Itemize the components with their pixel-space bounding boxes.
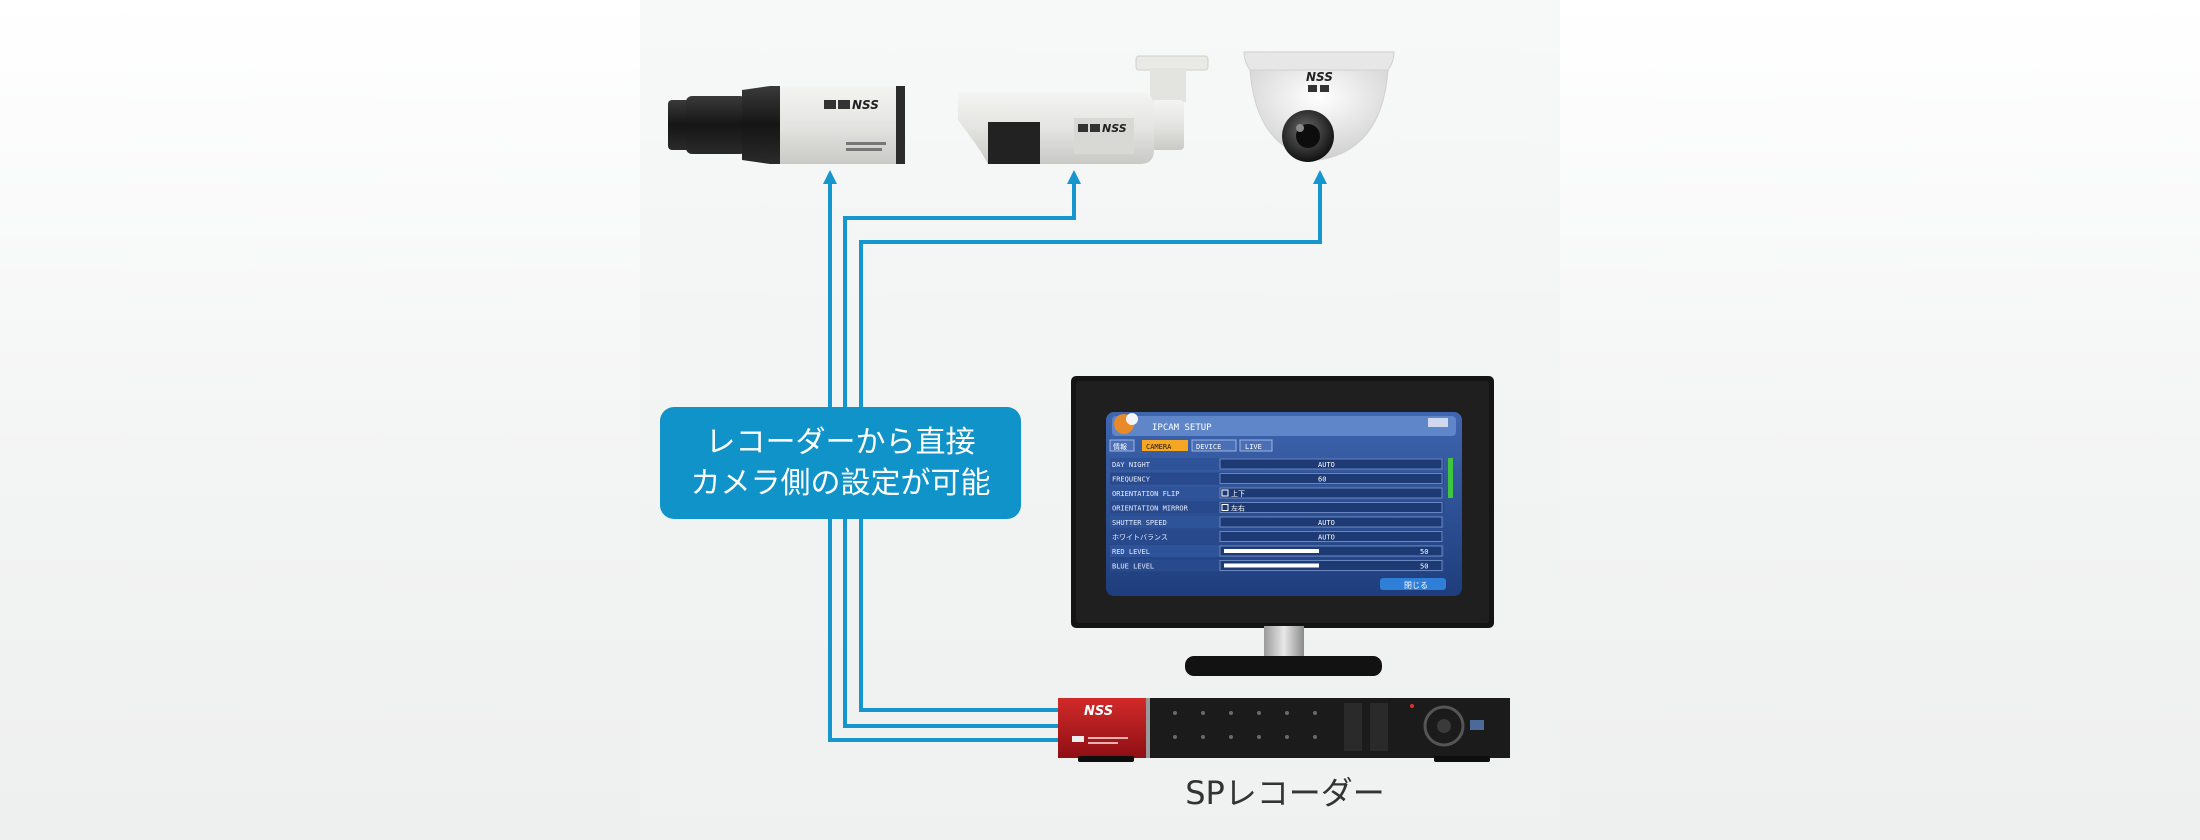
osd-row-value: 60: [1318, 476, 1326, 484]
osd-row-label: DAY NIGHT: [1112, 461, 1151, 469]
arrowhead-box-camera: [823, 170, 837, 184]
osd-tab: 情報: [1113, 442, 1127, 451]
osd-row-label: ORIENTATION MIRROR: [1112, 505, 1189, 513]
line-bullet-camera: [843, 178, 1076, 728]
osd-row-label: FREQUENCY: [1112, 476, 1151, 484]
callout-line-1: レコーダーから直接: [705, 425, 976, 460]
line-dome-camera: [859, 178, 1322, 712]
bullet-camera-brand: NSS: [1102, 122, 1127, 135]
osd-row-field: [1219, 531, 1443, 542]
osd-tab: LIVE: [1245, 443, 1262, 451]
osd-row-field: [1219, 560, 1443, 571]
osd-row-field: [1219, 487, 1443, 499]
osd-tabs: 情報 CAMERA DEVICE LIVE: [1109, 439, 1273, 452]
dome-camera-brand: NSS: [1306, 70, 1333, 84]
osd-row-value: AUTO: [1318, 461, 1335, 469]
recorder-label: SPレコーダー: [1185, 774, 1385, 812]
osd-close-button-label: 閉じる: [1404, 581, 1428, 590]
osd-row-value: 50: [1420, 563, 1428, 571]
box-camera-icon: NSS: [668, 86, 905, 164]
osd-level-bar: [1224, 563, 1319, 568]
osd-row-field: [1219, 502, 1443, 513]
osd-row-label: BLUE LEVEL: [1112, 563, 1154, 571]
arrowhead-bullet-camera: [1067, 170, 1081, 184]
box-camera-brand: NSS: [852, 98, 879, 112]
arrowhead-dome-camera: [1313, 170, 1327, 184]
osd-checkbox: [1221, 504, 1229, 511]
osd-row-label: ORIENTATION FLIP: [1112, 490, 1179, 498]
osd-row-field: [1219, 545, 1443, 557]
osd-row-field: [1219, 473, 1443, 484]
recorder-brand: NSS: [1084, 704, 1113, 719]
osd-row-value: 左右: [1231, 504, 1245, 513]
osd-row-value: AUTO: [1318, 534, 1335, 542]
osd-row-value: 上下: [1231, 489, 1245, 498]
line-box-camera: [828, 178, 1058, 742]
osd-level-bar: [1224, 549, 1319, 553]
connection-lines: [828, 178, 1322, 742]
dome-camera-icon: NSS: [1243, 51, 1395, 162]
bullet-camera-icon: NSS: [958, 55, 1209, 164]
osd-row-label: ホワイトバランス: [1112, 534, 1168, 542]
osd-row-label: RED LEVEL: [1112, 548, 1150, 556]
osd-tab: DEVICE: [1196, 443, 1221, 451]
callout-box: レコーダーから直接 カメラ側の設定が可能: [660, 407, 1021, 519]
arrowheads: [823, 170, 1327, 184]
monitor-icon: IPCAM SETUP 情報 CAMERA DEVICE LIVE DAY NI…: [1071, 376, 1494, 676]
osd-row-value: AUTO: [1318, 519, 1335, 527]
osd-checkbox: [1221, 489, 1229, 497]
osd-title: IPCAM SETUP: [1152, 423, 1212, 433]
osd-row-label: SHUTTER SPEED: [1112, 519, 1167, 527]
osd-row-field: [1219, 458, 1443, 470]
osd-row-value: 50: [1420, 548, 1428, 556]
recorder-icon: NSS: [1058, 698, 1510, 762]
callout-line-2: カメラ側の設定が可能: [690, 466, 991, 501]
osd-tab: CAMERA: [1146, 443, 1172, 451]
osd-row-field: [1219, 516, 1443, 528]
